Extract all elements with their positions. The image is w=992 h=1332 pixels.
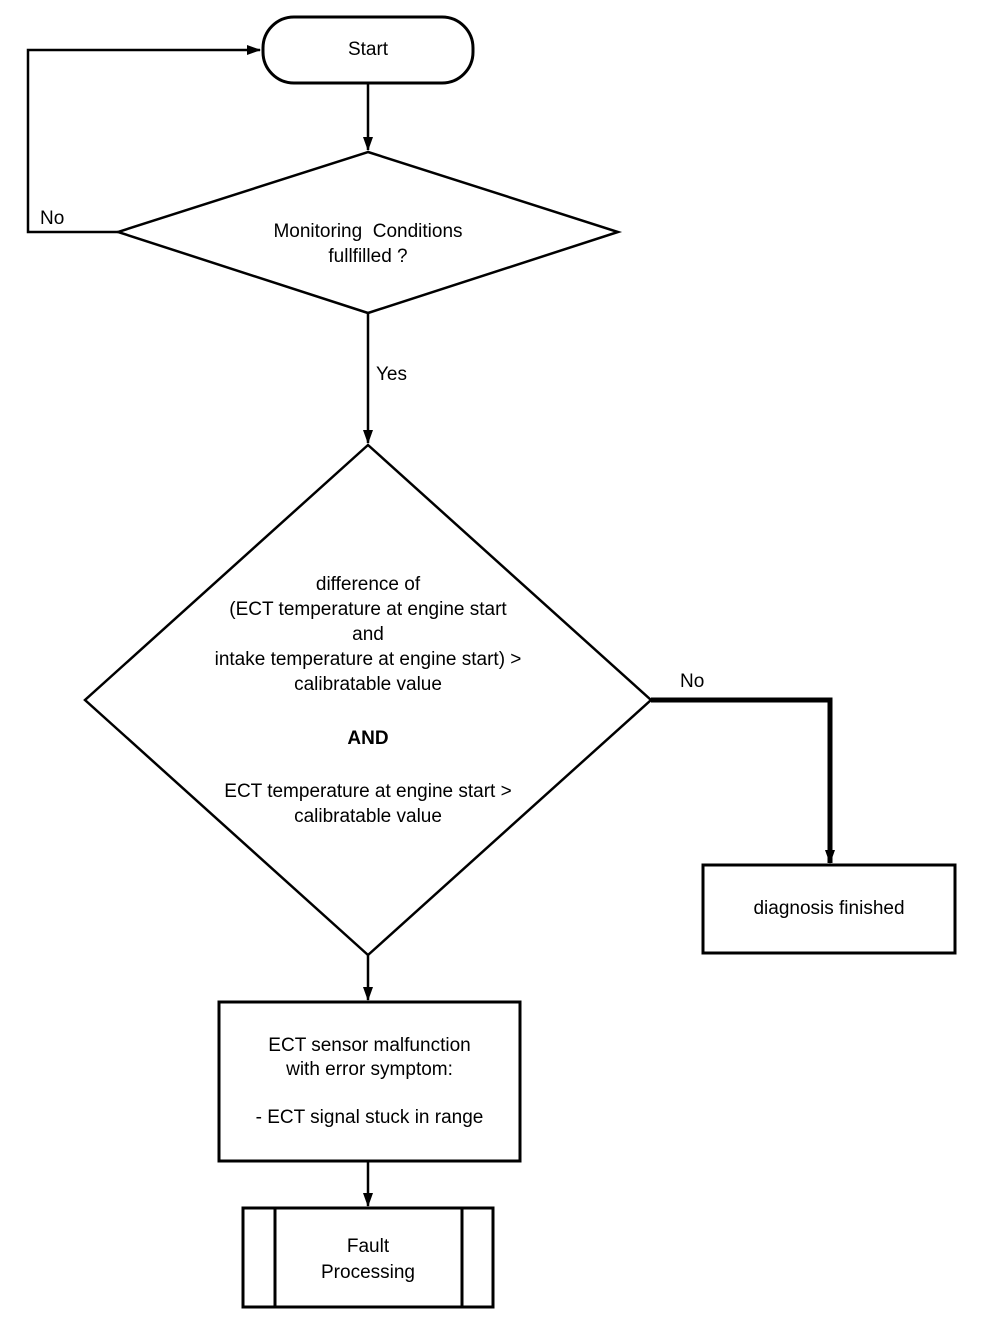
fault-processing-node [241, 1206, 495, 1309]
condition-no-label: No [680, 671, 705, 692]
monitoring-decision-label: Monitoring Conditions fullfilled ? [273, 221, 463, 267]
edge-condition-no [651, 697, 835, 864]
condition-decision-lower-label: ECT temperature at engine start > calibr… [224, 781, 512, 827]
ect-malfunction-label: ECT sensor malfunction with error sympto… [255, 1035, 484, 1128]
edge-monitoring-no-loop [26, 45, 261, 234]
monitoring-no-label: No [40, 208, 65, 229]
condition-decision-node [83, 443, 653, 957]
diagnosis-finished-label: diagnosis finished [753, 898, 905, 919]
ect-malfunction-node [217, 1000, 522, 1163]
condition-decision-upper-label: difference of (ECT temperature at engine… [214, 574, 522, 695]
monitoring-yes-label: Yes [376, 364, 407, 385]
start-label: Start [347, 39, 389, 60]
fault-processing-label: Fault Processing [321, 1236, 415, 1283]
condition-decision-operator-label: AND [347, 728, 389, 749]
monitoring-decision-node [113, 150, 623, 315]
start-node [261, 15, 475, 85]
diagnosis-finished-node [701, 863, 957, 955]
